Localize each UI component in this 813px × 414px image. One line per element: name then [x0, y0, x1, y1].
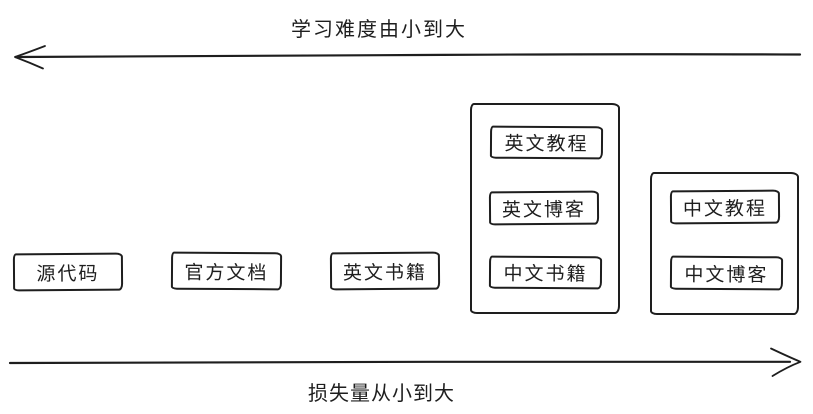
loss-arrow-head-icon — [770, 347, 802, 377]
difficulty-arrow-line — [14, 53, 802, 59]
loss-arrow-line — [8, 360, 792, 365]
loss-axis-label: 损失量从小到大 — [308, 383, 455, 405]
difficulty-arrow-head-icon — [14, 45, 46, 70]
box-official-docs: 官方文档 — [170, 251, 283, 291]
box-chinese-tutorials: 中文教程 — [669, 189, 781, 225]
box-english-tutorials: 英文教程 — [489, 125, 604, 160]
difficulty-axis-label: 学习难度由小到大 — [291, 19, 467, 41]
box-english-blogs: 英文博客 — [488, 190, 600, 226]
group-box-low-difficulty: 中文教程 中文博客 — [650, 172, 799, 315]
box-chinese-blogs: 中文博客 — [669, 255, 784, 291]
box-english-books: 英文书籍 — [329, 251, 441, 291]
box-source-code: 源代码 — [12, 252, 124, 292]
group-box-medium-difficulty: 英文教程 英文博客 中文书籍 — [470, 103, 620, 314]
box-chinese-books: 中文书籍 — [488, 255, 603, 290]
